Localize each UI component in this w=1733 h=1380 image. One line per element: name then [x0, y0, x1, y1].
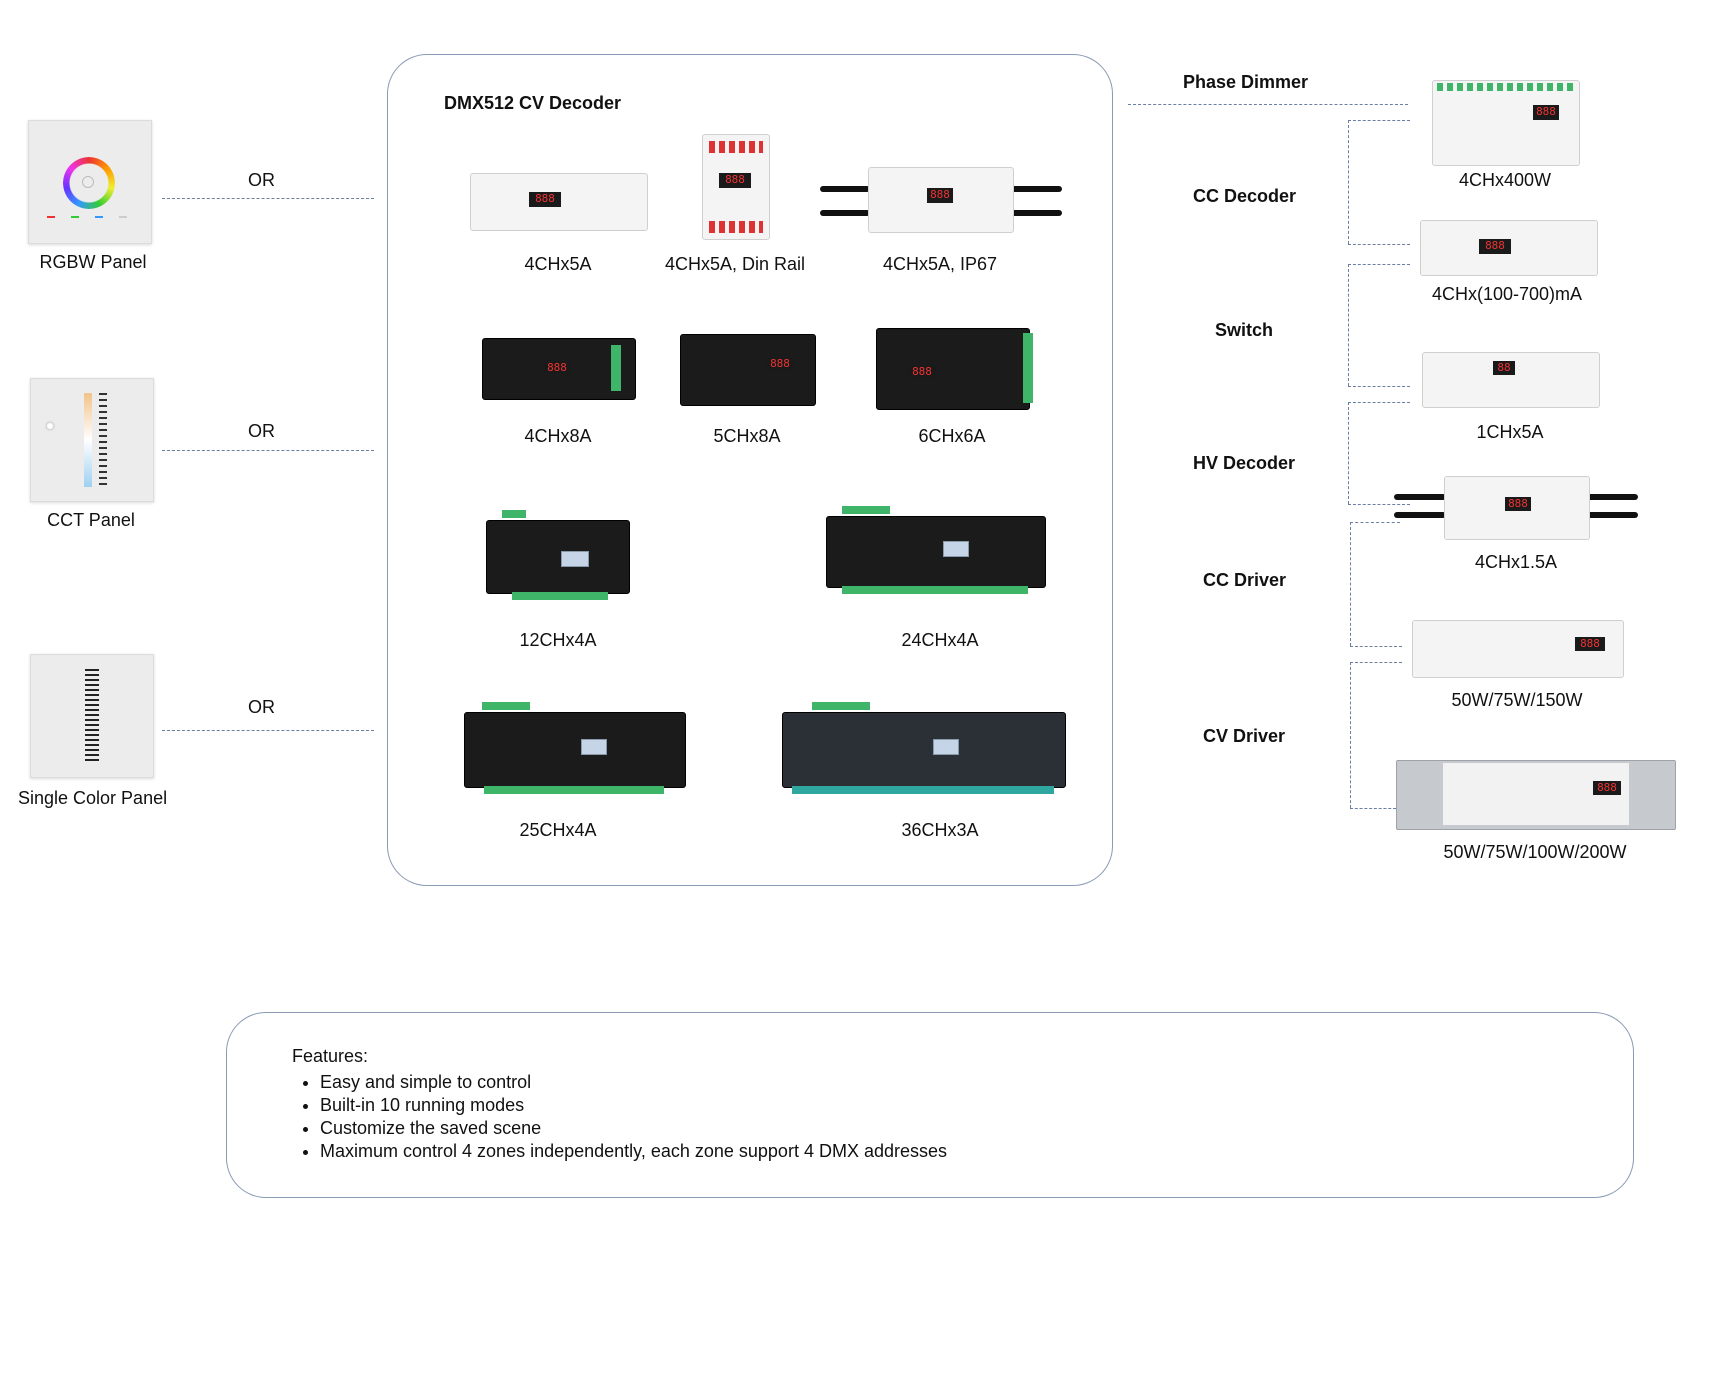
category-cv-driver: CV Driver [1203, 726, 1286, 746]
cc-driver-image: 888 [1412, 620, 1624, 678]
decoder-4chx5a-din-rail-image: 888 [702, 134, 770, 240]
cable [1010, 186, 1062, 192]
right-device-label: 50W/75W/100W/200W [1443, 842, 1627, 862]
decoder-6chx6a-image: 888 [876, 328, 1033, 410]
features-box [226, 1012, 1634, 1198]
features-title: Features: [292, 1046, 369, 1066]
rgbw-panel-image [28, 120, 152, 244]
decoder-label: 25CHx4A [519, 820, 597, 840]
single-color-panel-label: Single Color Panel [18, 788, 168, 808]
decoder-4chx8a-image: 888 [482, 338, 636, 400]
cc-decoder-image: 888 [1420, 220, 1598, 276]
decoder-5chx8a-image: 888 [680, 334, 816, 406]
decoder-4chx5a-image: 888 [470, 173, 648, 231]
category-phase-dimmer: Phase Dimmer [1183, 72, 1309, 92]
cable [1586, 494, 1638, 500]
cable [820, 186, 870, 192]
terminal-block [502, 510, 526, 518]
bracket-line [1348, 264, 1349, 386]
category-hv-decoder: HV Decoder [1193, 453, 1296, 473]
decoder-label: 6CHx6A [918, 426, 986, 446]
features-section: Features: Easy and simple to control Bui… [292, 1046, 1592, 1163]
features-list: Easy and simple to control Built-in 10 r… [292, 1071, 1592, 1163]
bracket-line [1348, 402, 1349, 504]
category-cc-decoder: CC Decoder [1193, 186, 1297, 206]
bracket-line [1350, 522, 1351, 646]
decoder-label: 4CHx5A [524, 254, 592, 274]
right-device-label: 50W/75W/150W [1451, 690, 1583, 710]
terminal-block [512, 592, 608, 600]
dimming-slider [85, 669, 99, 763]
cable [820, 210, 870, 216]
decoder-label: 4CHx5A, IP67 [882, 254, 998, 274]
feature-item: Customize the saved scene [320, 1117, 1592, 1140]
connector-line [1128, 104, 1408, 105]
or-label-2: OR [248, 421, 275, 441]
feature-item: Built-in 10 running modes [320, 1094, 1592, 1117]
right-device-label: 1CHx5A [1476, 422, 1544, 442]
terminal-block [792, 786, 1054, 794]
decoder-25chx4a-image [464, 712, 686, 788]
terminal-block [842, 586, 1028, 594]
decoder-label: 5CHx8A [713, 426, 781, 446]
hv-decoder-4chx1.5a-image: 888 [1444, 476, 1590, 540]
cable [1010, 210, 1062, 216]
right-device-label: 4CHx1.5A [1474, 552, 1558, 572]
connector-line [162, 450, 374, 451]
right-device-label: 4CHx(100-700)mA [1431, 284, 1583, 304]
decoder-12chx4a-image [486, 520, 630, 594]
phase-dimmer-4chx400w-image: 888 [1432, 80, 1580, 166]
cv-driver-image: 888 [1396, 760, 1676, 830]
decoder-label: 4CHx5A, Din Rail [664, 254, 806, 274]
bracket-line [1348, 120, 1349, 244]
cable [1394, 512, 1446, 518]
decoder-36chx3a-image [782, 712, 1066, 788]
decoder-label: 36CHx3A [901, 820, 979, 840]
terminal-block [484, 786, 664, 794]
switch-1chx5a-image: 88 [1422, 352, 1600, 408]
terminal-block [842, 506, 890, 514]
decoder-box-title: DMX512 CV Decoder [444, 93, 622, 113]
connector-line [162, 198, 374, 199]
or-label-1: OR [248, 170, 275, 190]
terminal-block [482, 702, 530, 710]
connector-line [162, 730, 374, 731]
terminal-block [812, 702, 870, 710]
feature-item: Easy and simple to control [320, 1071, 1592, 1094]
decoder-label: 12CHx4A [519, 630, 597, 650]
cable [1586, 512, 1638, 518]
decoder-label: 24CHx4A [901, 630, 979, 650]
category-cc-driver: CC Driver [1203, 570, 1287, 590]
cct-slider [84, 393, 92, 487]
single-color-panel-image [30, 654, 154, 778]
right-device-label: 4CHx400W [1458, 170, 1552, 190]
power-icon [82, 176, 94, 188]
decoder-group-box [387, 54, 1113, 886]
feature-item: Maximum control 4 zones independently, e… [320, 1140, 1592, 1163]
decoder-4chx5a-ip67-image: 888 [868, 167, 1014, 233]
cable [1394, 494, 1446, 500]
bracket-line [1350, 662, 1351, 808]
decoder-24chx4a-image [826, 516, 1046, 588]
cct-panel-label: CCT Panel [47, 510, 135, 530]
or-label-3: OR [248, 697, 275, 717]
rgbw-panel-label: RGBW Panel [39, 252, 147, 272]
decoder-label: 4CHx8A [524, 426, 592, 446]
category-switch: Switch [1215, 320, 1274, 340]
cct-panel-image [30, 378, 154, 502]
